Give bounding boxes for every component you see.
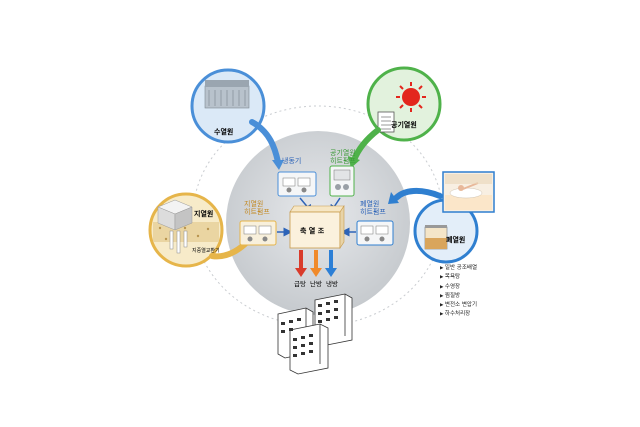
- ground-source-label: 지열원: [194, 210, 214, 218]
- bathing-photo-image: [442, 171, 495, 213]
- waste-source-node: [413, 198, 479, 264]
- air-heat-pump-label-1: 공기열원: [330, 149, 356, 157]
- list-item: 일반 공조배열: [440, 264, 477, 273]
- list-item: 찜질방: [440, 292, 477, 301]
- waste-heat-pump-unit: [356, 220, 394, 246]
- ground-flow-arrow: [209, 241, 248, 260]
- waste-flow-arrow: [393, 188, 443, 201]
- building-cube-icon: [157, 199, 193, 231]
- air-source-label: 공기열원: [391, 121, 417, 129]
- thermal-storage-tank: [289, 205, 345, 249]
- ground-well-label: 지중열교환기: [192, 248, 220, 254]
- air-flow-arrowhead: [348, 156, 360, 168]
- air-source-heat-pump-unit: [329, 165, 355, 197]
- chiller-unit: [277, 171, 317, 197]
- list-item: 목욕탕: [440, 273, 477, 282]
- output-hot-water-label: 급탕: [294, 280, 306, 288]
- water-flow-arrow: [249, 119, 281, 165]
- list-item: 하수처리장: [440, 310, 477, 319]
- waste-heat-source-list: 일반 공조배열 목욕탕 수영장 찜질방 변전소 변압기 하수처리장: [440, 264, 477, 320]
- list-item: 수영장: [440, 283, 477, 292]
- geo-heat-pump-label-2: 히트펌프: [244, 208, 270, 216]
- waste-source-label: 폐열원: [446, 236, 466, 244]
- output-heating-label: 난방: [310, 280, 322, 288]
- air-flow-arrow: [351, 127, 381, 163]
- output-arrows: [295, 250, 337, 277]
- output-cooling-label: 냉방: [326, 280, 338, 288]
- water-source-node: [190, 68, 266, 144]
- waste-flow-arrowhead: [388, 192, 399, 204]
- ground-well-pipe-icon: [169, 230, 188, 254]
- waste-heat-pump-label-1: 폐열원: [360, 200, 380, 208]
- list-item: 변전소 변압기: [440, 301, 477, 310]
- air-source-node: [366, 66, 442, 142]
- air-unit-document-icon: [377, 111, 395, 133]
- sun-icon: [396, 82, 426, 112]
- geothermal-heat-pump-unit: [239, 220, 277, 246]
- water-source-label: 수열원: [214, 128, 234, 136]
- chiller-label: 냉동기: [282, 157, 302, 165]
- waste-heat-pump-label-2: 히트펌프: [360, 208, 386, 216]
- water-flow-arrowhead: [272, 160, 284, 170]
- ground-source-node: [148, 192, 224, 268]
- storage-tank-label: 축 열 조: [300, 227, 325, 235]
- geo-heat-pump-label-1: 지열원: [244, 200, 264, 208]
- air-heat-pump-label-2: 히트펌프: [330, 157, 356, 165]
- waste-tank-icon: [424, 225, 448, 250]
- cooling-tower-icon: [204, 80, 250, 109]
- buildings-icon: [277, 293, 353, 375]
